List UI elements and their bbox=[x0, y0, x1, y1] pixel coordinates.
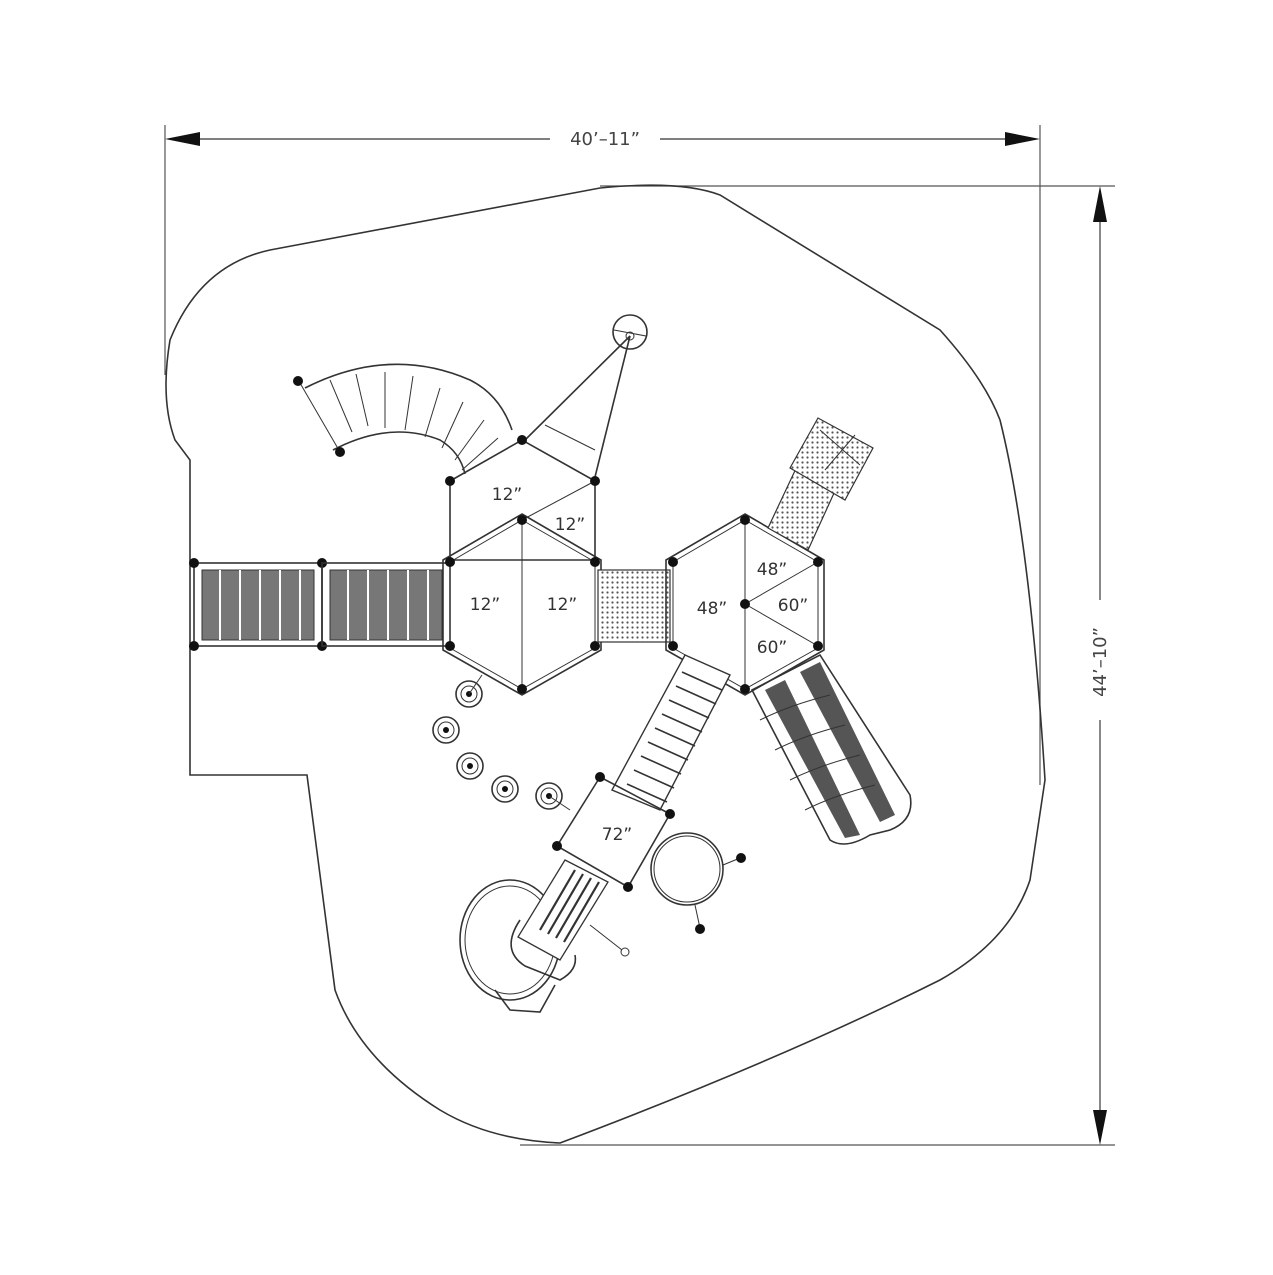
deck-height-label: 12” bbox=[547, 595, 577, 615]
deck-height-label: 12” bbox=[555, 515, 585, 535]
deck-height-label: 48” bbox=[757, 560, 787, 580]
deck-height-label: 60” bbox=[757, 638, 787, 658]
upper-right-stair-landing bbox=[767, 417, 874, 551]
diagonal-ladder-bridge bbox=[611, 654, 731, 811]
double-wave-slide bbox=[750, 653, 912, 845]
deck-height-label: 12” bbox=[492, 485, 522, 505]
deck-height-label: 72” bbox=[602, 825, 632, 845]
steering-wheel-panel bbox=[523, 314, 648, 478]
left-bridge-section-1 bbox=[189, 558, 327, 651]
stepping-pods bbox=[432, 674, 571, 811]
height-dimension bbox=[520, 185, 1115, 1146]
hex-right bbox=[665, 513, 825, 696]
height-label: 44’–10” bbox=[1090, 627, 1111, 697]
deck-height-label: 48” bbox=[697, 599, 727, 619]
deck-height-label: 60” bbox=[778, 596, 808, 616]
use-zone-outline bbox=[165, 184, 1046, 1144]
arrow-down-icon bbox=[1093, 1110, 1107, 1145]
width-dimension bbox=[164, 125, 1041, 785]
arrow-right-icon bbox=[1005, 132, 1040, 146]
left-bridge-section-2 bbox=[321, 562, 451, 647]
deck-height-label: 12” bbox=[470, 595, 500, 615]
curved-arch-ladder bbox=[293, 363, 513, 475]
hex-left-top bbox=[445, 435, 600, 561]
hex-left-main bbox=[442, 513, 602, 696]
width-label: 40’–11” bbox=[570, 129, 640, 150]
arrow-left-icon bbox=[165, 132, 200, 146]
arrow-up-icon bbox=[1093, 186, 1107, 222]
round-platform bbox=[650, 832, 746, 934]
spiral-slide bbox=[459, 859, 630, 1013]
perforated-bridge bbox=[597, 569, 671, 643]
square-deck bbox=[552, 772, 675, 892]
